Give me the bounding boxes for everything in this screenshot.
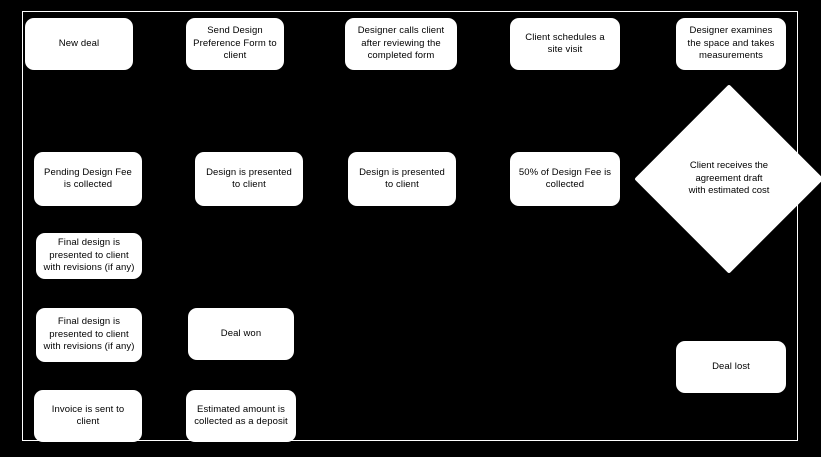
diagram-frame-border	[22, 11, 798, 441]
process-node-invoice-sent-to-client[interactable]: Invoice is sent to client	[34, 390, 142, 442]
process-node-final-design-presented-1[interactable]: Final design is presented to client with…	[36, 233, 142, 279]
node-label: Design is presented to client	[359, 166, 445, 191]
node-label: Estimated amount is collected as a depos…	[194, 403, 288, 428]
process-node-deal-won[interactable]: Deal won	[188, 308, 294, 360]
node-label: Deal won	[220, 327, 262, 339]
node-label: Designer examines the space and takes me…	[687, 25, 775, 62]
process-node-new-deal[interactable]: New deal	[25, 18, 133, 70]
process-node-design-presented-to-client-2[interactable]: Design is presented to client	[348, 152, 456, 206]
node-label: New deal	[58, 37, 100, 49]
process-node-designer-examines-space[interactable]: Designer examines the space and takes me…	[676, 18, 786, 70]
decision-node-client-receives-agreement-draft[interactable]: Client receives the agreement draft with…	[634, 84, 821, 274]
node-label: Client schedules a site visit	[525, 31, 605, 56]
process-node-fifty-percent-design-fee-collected[interactable]: 50% of Design Fee is collected	[510, 152, 620, 206]
node-label: Pending Design Fee is collected	[44, 166, 132, 191]
process-node-final-design-presented-2[interactable]: Final design is presented to client with…	[36, 308, 142, 362]
node-label: Final design is presented to client with…	[43, 316, 135, 353]
process-node-estimated-amount-deposit[interactable]: Estimated amount is collected as a depos…	[186, 390, 296, 442]
node-label: Design is presented to client	[206, 166, 292, 191]
node-label: Designer calls client after reviewing th…	[357, 25, 445, 62]
process-node-designer-calls-client[interactable]: Designer calls client after reviewing th…	[345, 18, 457, 70]
node-label: 50% of Design Fee is collected	[518, 166, 612, 191]
node-label: Deal lost	[712, 360, 750, 372]
process-node-design-presented-to-client-1[interactable]: Design is presented to client	[195, 152, 303, 206]
node-label: Invoice is sent to client	[51, 403, 125, 428]
node-label: Send Design Preference Form to client	[193, 25, 277, 62]
process-node-pending-design-fee-collected[interactable]: Pending Design Fee is collected	[34, 152, 142, 206]
process-node-client-schedules-site-visit[interactable]: Client schedules a site visit	[510, 18, 620, 70]
process-node-deal-lost[interactable]: Deal lost	[676, 341, 786, 393]
node-label: Client receives the agreement draft with…	[688, 160, 770, 197]
node-label: Final design is presented to client with…	[43, 237, 135, 274]
process-node-send-design-preference-form[interactable]: Send Design Preference Form to client	[186, 18, 284, 70]
